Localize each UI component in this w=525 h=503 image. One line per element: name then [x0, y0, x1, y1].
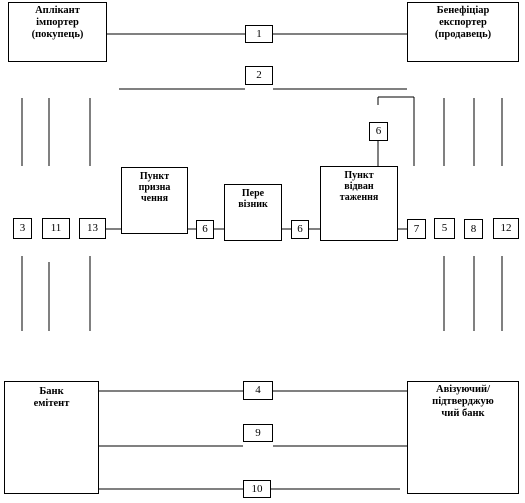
step-5: 5 [434, 218, 455, 239]
step-6-right: 6 [291, 220, 309, 239]
step-1: 1 [245, 25, 273, 43]
carrier-label: Пере візник [238, 188, 268, 210]
advising-bank-label: Авізуючий/ підтверджую чий банк [432, 384, 494, 419]
beneficiary-exporter-label: Бенефіціар експортер (продавець) [434, 5, 492, 40]
destination-point-label: Пункт призна чення [138, 171, 171, 204]
shipping-point-box: Пункт відван таження [320, 166, 398, 241]
advising-bank-box: Авізуючий/ підтверджую чий банк [407, 381, 519, 494]
step-8: 8 [464, 219, 483, 239]
step-3: 3 [13, 218, 32, 239]
carrier-box: Пере візник [224, 184, 282, 241]
step-6-top: 6 [369, 122, 388, 141]
step-6-left: 6 [196, 220, 214, 239]
destination-point-box: Пункт призна чення [121, 167, 188, 234]
step-12: 12 [493, 218, 519, 239]
issuing-bank-box: Банк емітент [4, 381, 99, 494]
applicant-importer-label: Аплікант імпортер (покупець) [31, 5, 84, 40]
step-9: 9 [243, 424, 273, 442]
applicant-importer-box: Аплікант імпортер (покупець) [8, 2, 107, 62]
beneficiary-exporter-box: Бенефіціар експортер (продавець) [407, 2, 519, 62]
step-11: 11 [42, 218, 70, 239]
step-2: 2 [245, 66, 273, 85]
step-13: 13 [79, 218, 106, 239]
issuing-bank-label: Банк емітент [33, 386, 70, 409]
shipping-point-label: Пункт відван таження [339, 170, 379, 203]
step-4: 4 [243, 381, 273, 400]
step-7: 7 [407, 219, 426, 239]
step-10: 10 [243, 480, 271, 498]
